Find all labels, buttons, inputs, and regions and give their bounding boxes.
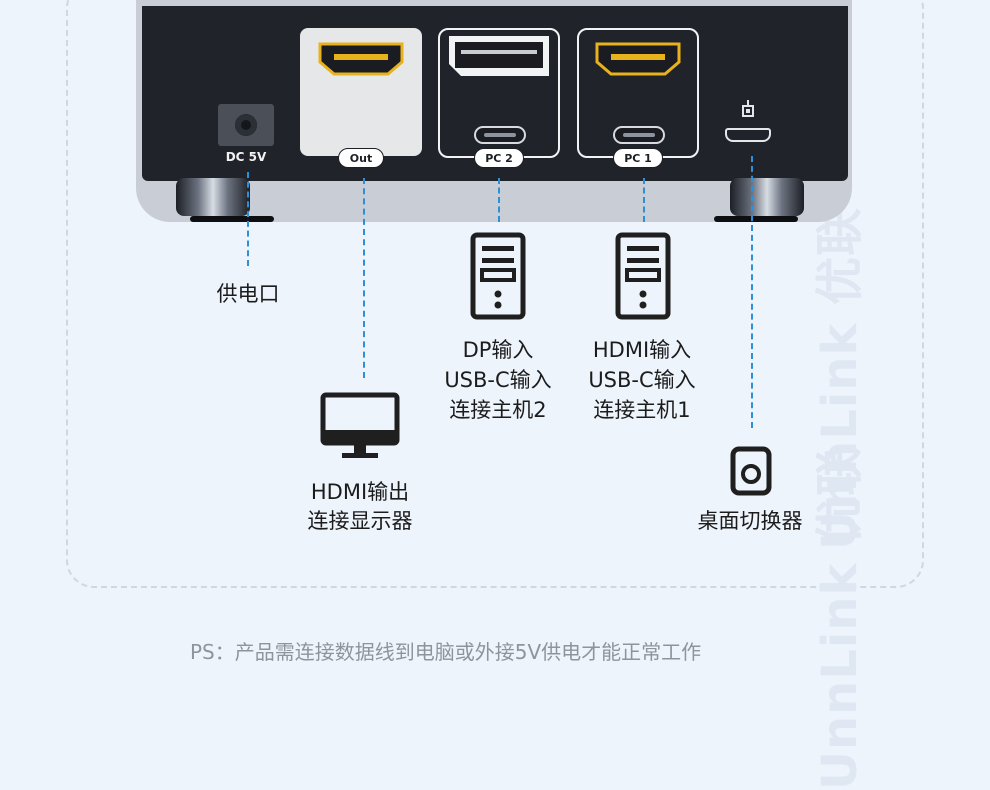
switcher-connector-line [751,156,753,428]
pc2-caption-line1: DP输入 [462,338,534,362]
monitor-caption-line2: 连接显示器 [307,509,413,533]
device-foot-left-base [190,216,274,222]
pc2-label: PC 2 [474,148,524,168]
monitor-icon [320,392,400,458]
power-port-caption: 供电口 [216,282,280,306]
usb-c-port-icon [474,126,526,144]
pc1-caption-line3: 连接主机1 [593,398,691,422]
power-connector-line [247,172,249,266]
power-jack-icon [218,104,274,146]
pc1-caption-line1: HDMI输入 [592,338,692,362]
ps-note: PS：产品需连接数据线到电脑或外接5V供电才能正常工作 [190,640,702,664]
pc1-caption-line2: USB-C输入 [588,368,696,392]
pc1-label: PC 1 [613,148,663,168]
usb-symbol-icon [742,100,754,117]
usb-c-port-icon [613,126,665,144]
out-label: Out [338,148,384,168]
displayport-icon [449,36,549,76]
pc-tower-icon [615,232,671,320]
dc-label: DC 5V [225,150,267,164]
pc2-caption-line3: 连接主机2 [449,398,547,422]
desktop-switch-icon [730,446,772,496]
micro-usb-port-icon [725,128,771,142]
pc2-connector-line [498,178,500,222]
hdmi-port-icon [318,42,404,76]
device-foot-left [176,178,250,216]
hdmi-port-icon [595,42,681,76]
watermark-logo-2: UnnLink 优联 [812,446,868,790]
pc1-connector-line [643,178,645,222]
switcher-caption: 桌面切换器 [697,509,803,533]
diagram-frame [66,0,924,588]
pc2-caption-line2: USB-C输入 [444,368,552,392]
device-foot-right [730,178,804,216]
monitor-connector-line [363,178,365,378]
monitor-caption-line1: HDMI输出 [310,480,410,504]
pc-tower-icon [470,232,526,320]
device-foot-right-base [714,216,798,222]
